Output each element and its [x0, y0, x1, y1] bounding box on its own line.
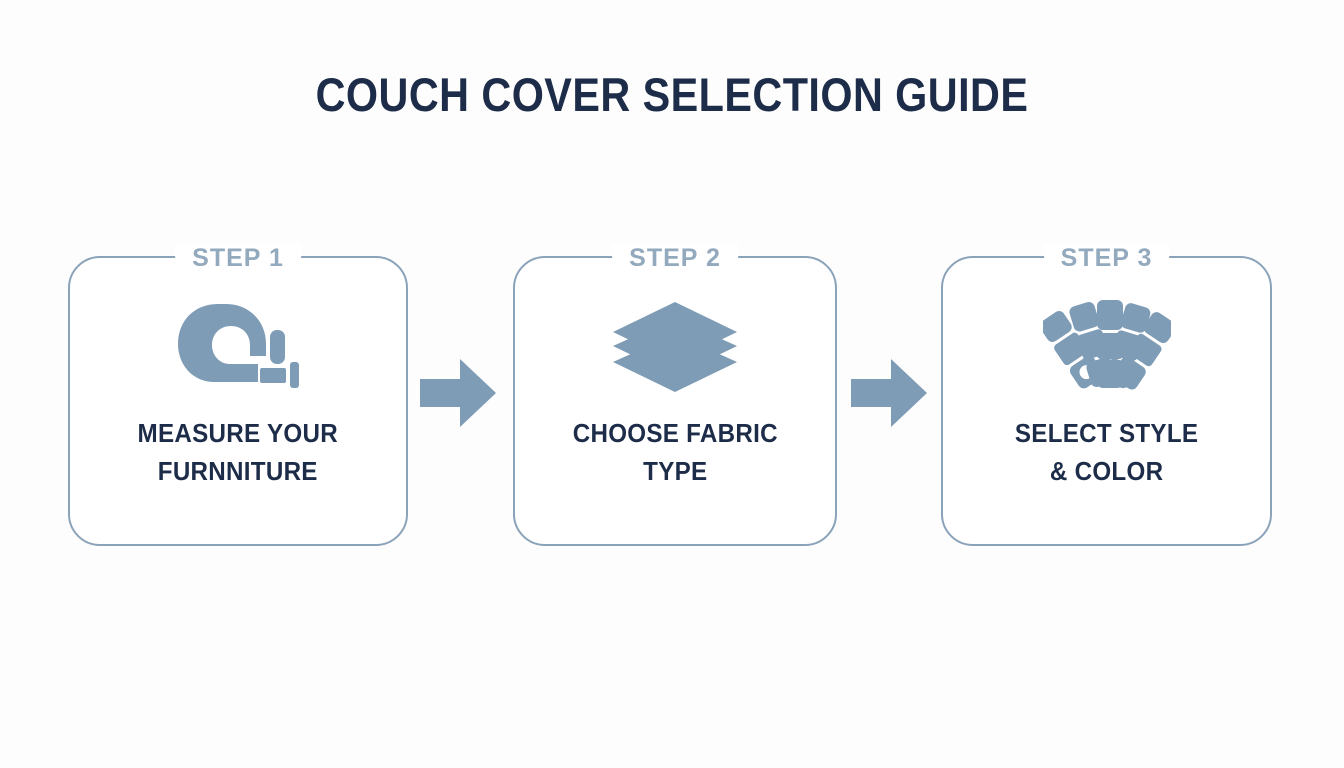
layers-stack-icon [611, 300, 739, 392]
step-label-line1: SELECT STYLE [1014, 418, 1199, 448]
step-card-2[interactable]: STEP 2 CHOOSE FABRIC TYPE [513, 243, 837, 546]
step-label-line1: MEASURE YOUR [137, 418, 339, 448]
step-card-2-content: CHOOSE FABRIC TYPE [515, 258, 835, 544]
page-title: COUCH COVER SELECTION GUIDE [315, 68, 1029, 121]
step-card-1-content: MEASURE YOUR FURNNITURE [70, 258, 406, 544]
step-card-3-content: SELECT STYLE & COLOR [943, 258, 1270, 544]
step-card-3[interactable]: STEP 3 [941, 243, 1272, 546]
step-badge-2: STEP 2 [612, 243, 738, 273]
tape-measure-icon [174, 300, 302, 392]
step-card-2-label: CHOOSE FABRIC TYPE [572, 414, 777, 490]
step-label-line2: & COLOR [1049, 456, 1164, 486]
arrow-right-2-icon [851, 353, 927, 433]
step-label-line1: CHOOSE FABRIC [572, 418, 778, 448]
color-swatch-fan-icon [1042, 300, 1171, 392]
step-card-1-label: MEASURE YOUR FURNNITURE [138, 414, 338, 490]
step-label-line2: TYPE [642, 456, 708, 486]
step-label-line2: FURNNITURE [158, 456, 318, 486]
step-badge-1: STEP 1 [175, 243, 301, 273]
arrow-right-1-icon [420, 353, 496, 433]
step-card-1[interactable]: STEP 1 MEASURE YOUR [68, 243, 408, 546]
step-badge-3: STEP 3 [1043, 243, 1170, 273]
steps-row: STEP 1 MEASURE YOUR [0, 243, 1344, 546]
step-card-3-label: SELECT STYLE & COLOR [1015, 414, 1198, 490]
